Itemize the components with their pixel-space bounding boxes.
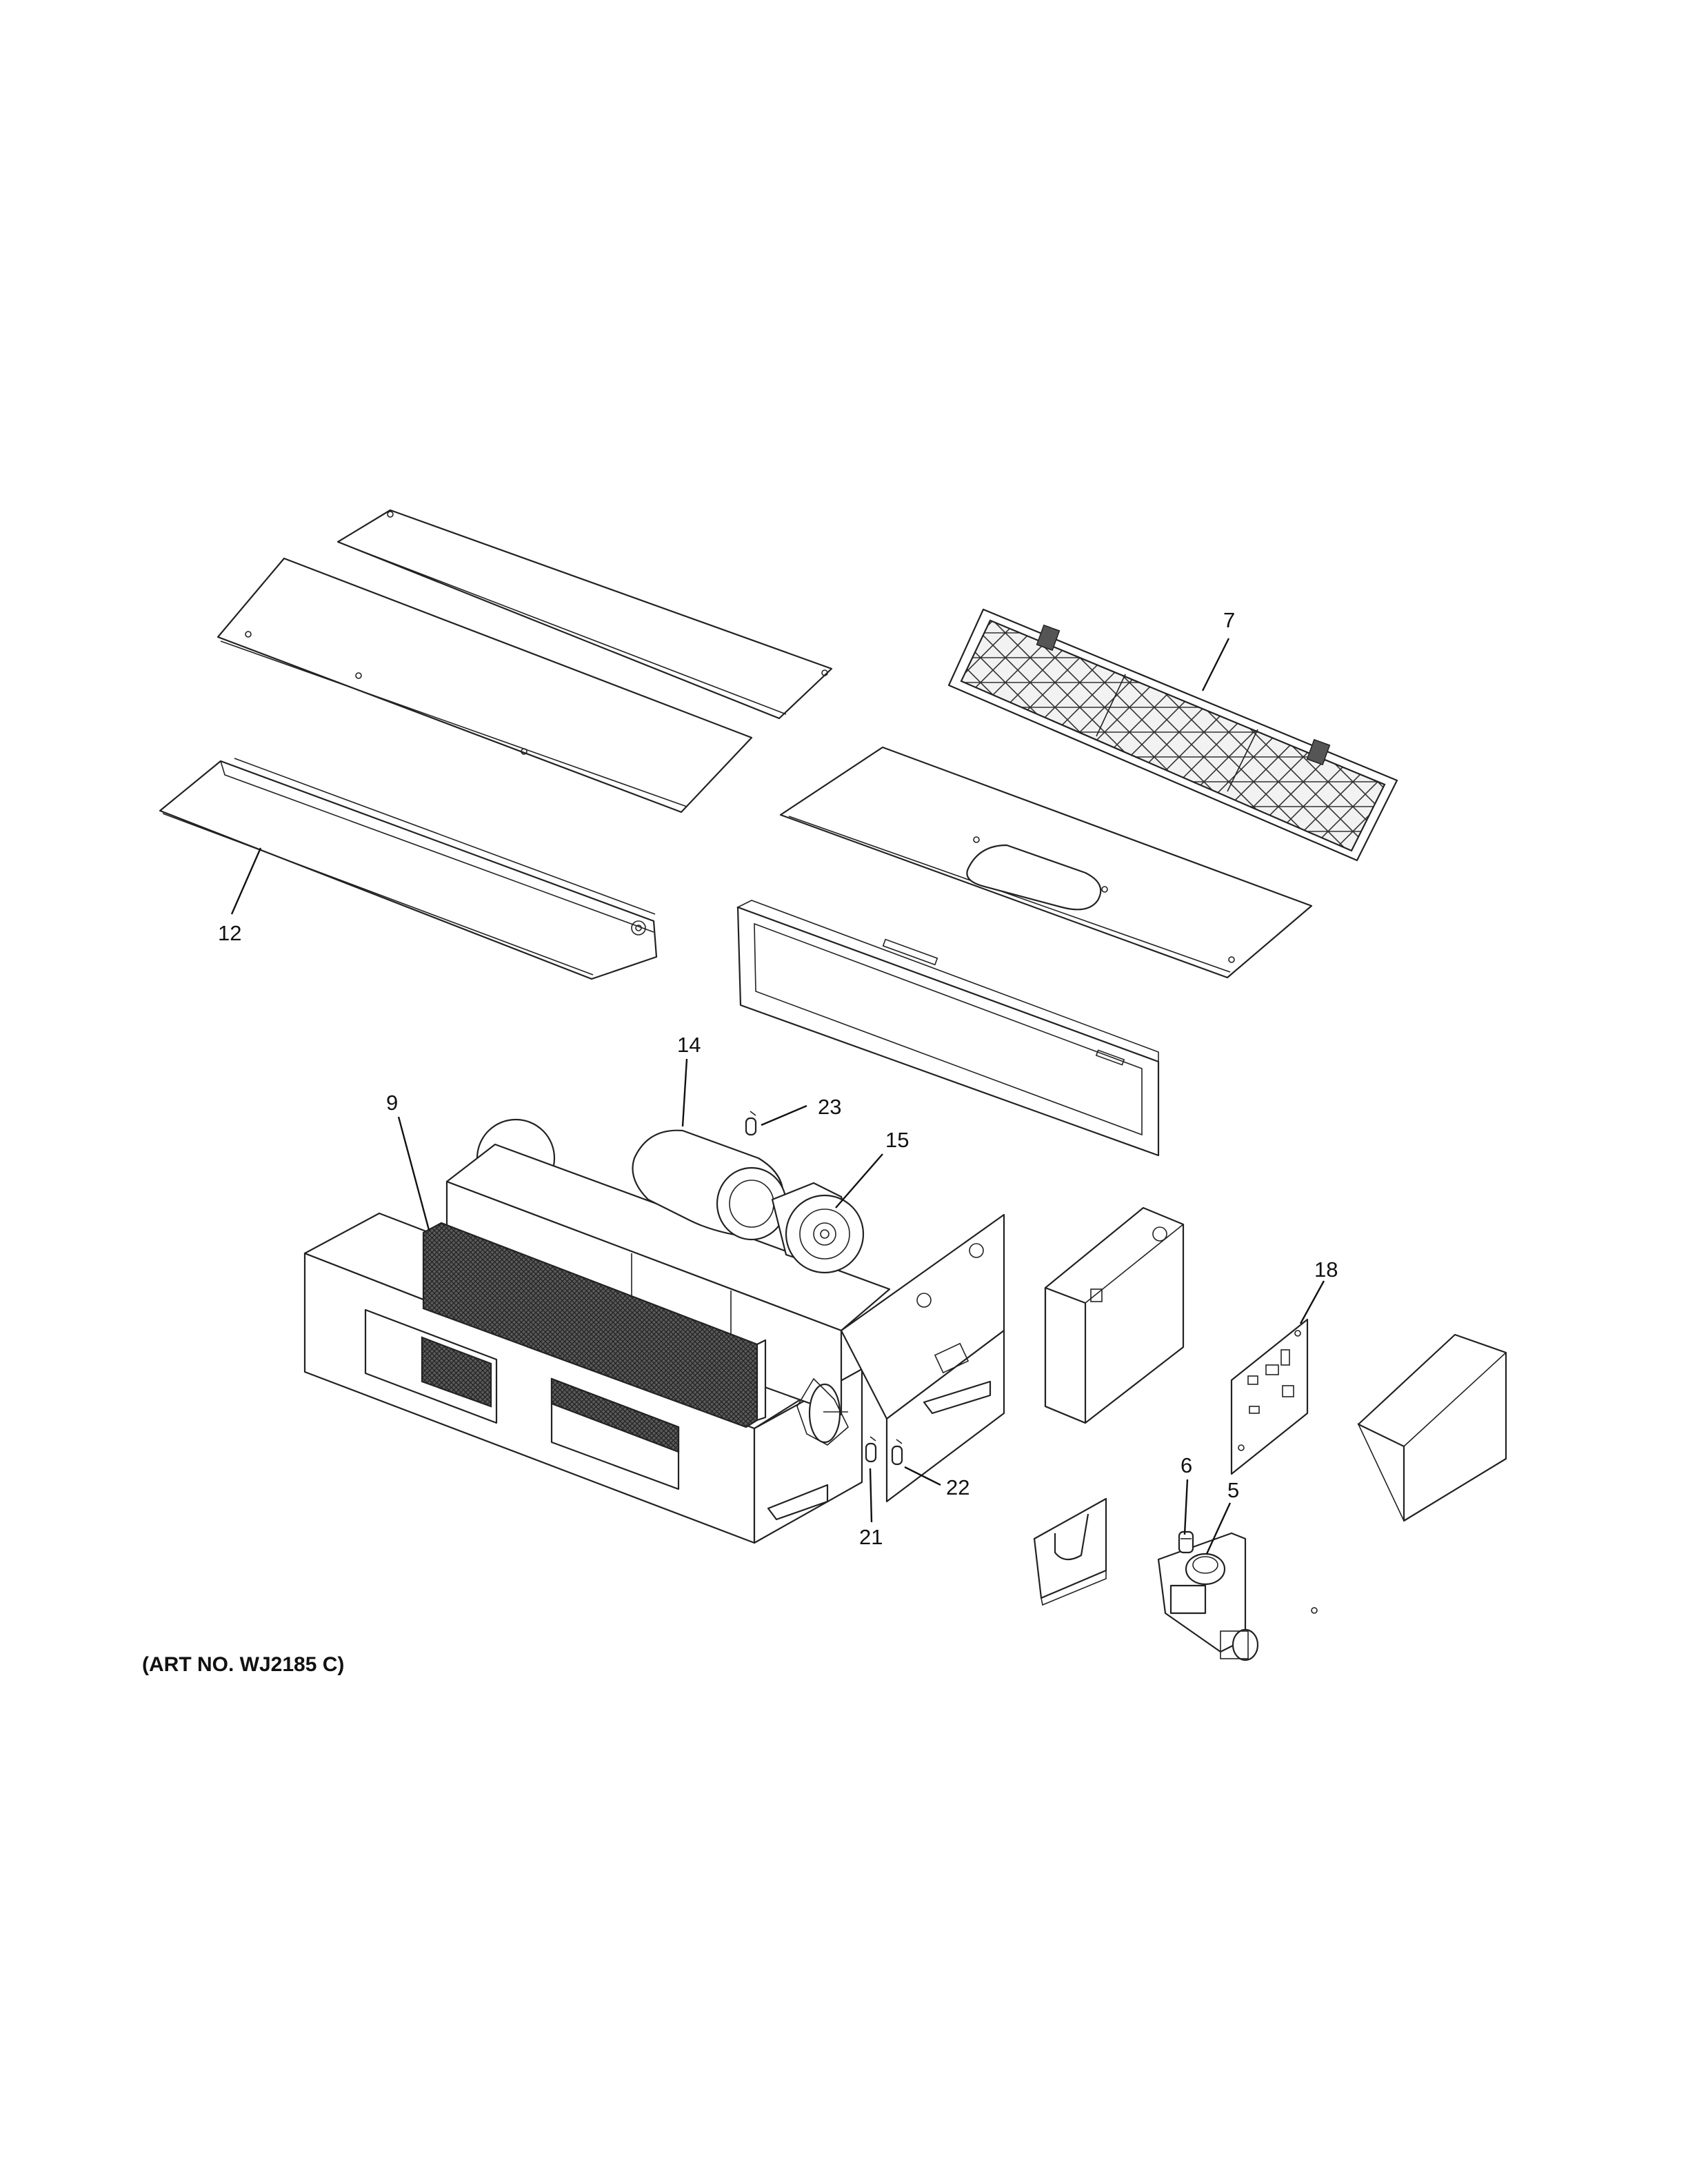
part-6-valve-fitting [1178, 1530, 1194, 1554]
part-9-coil [422, 1222, 767, 1428]
part-23-fitting [745, 1111, 757, 1136]
side-cover [1357, 1333, 1507, 1522]
part-5-valve [1157, 1532, 1318, 1661]
mounting-bracket [1033, 1497, 1107, 1606]
callout-18: 18 [1314, 1257, 1338, 1282]
callout-14: 14 [677, 1033, 701, 1057]
callout-23: 23 [818, 1095, 841, 1119]
callout-21: 21 [859, 1525, 883, 1549]
callout-9: 9 [386, 1091, 398, 1115]
top-cover-panel-rear [336, 509, 833, 720]
top-access-panel [779, 746, 1313, 979]
top-cover-panel-front [217, 557, 753, 813]
callout-labels: 7 12 14 23 15 9 18 6 5 22 21 [218, 608, 1338, 1549]
leader-lines [230, 638, 1325, 1555]
part-15-fan-motor [771, 1182, 865, 1274]
callout-22: 22 [946, 1475, 969, 1499]
callout-15: 15 [885, 1128, 909, 1152]
part-12-front-channel [159, 758, 658, 980]
part-7-air-filter [947, 608, 1398, 862]
control-box [1044, 1206, 1185, 1424]
fan-blade-assembly [796, 1377, 849, 1446]
callout-5: 5 [1227, 1478, 1239, 1502]
front-frame [736, 900, 1160, 1157]
part-21-fitting [865, 1436, 877, 1463]
callout-12: 12 [218, 921, 241, 945]
callout-6: 6 [1180, 1453, 1192, 1477]
part-22-fitting [891, 1439, 903, 1466]
part-18-control-board [1230, 1318, 1309, 1475]
callout-7: 7 [1223, 608, 1235, 632]
part-14-blower-housing [632, 1129, 787, 1241]
art-number-label: (ART NO. WJ2185 C) [142, 1653, 344, 1676]
